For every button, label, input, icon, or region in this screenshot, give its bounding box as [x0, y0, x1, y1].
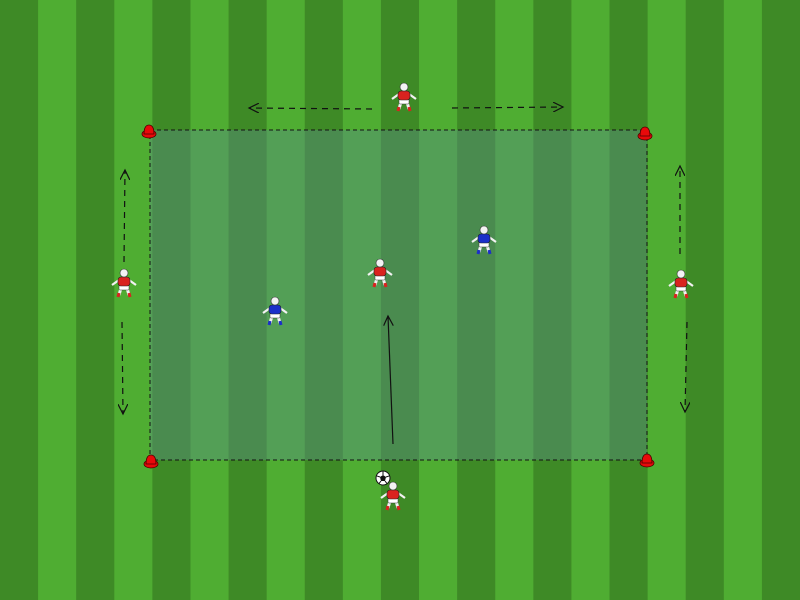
pitch-stripe [761, 0, 800, 600]
red-player-left [111, 268, 137, 298]
pitch-stripe [723, 0, 763, 600]
soccer-ball-icon [375, 470, 391, 486]
pitch-stripe [0, 0, 39, 600]
cone-top-right [637, 126, 653, 141]
blue-player-right [471, 225, 497, 255]
movement-arrow-top-right [451, 107, 563, 108]
pitch-stripe [457, 0, 496, 600]
movement-arrow-right-down [685, 321, 687, 412]
pitch-stripe [228, 0, 268, 600]
arrows-layer [122, 107, 687, 445]
blue-player-left [262, 296, 288, 326]
pass-arrow [388, 316, 394, 445]
cone-top-left [141, 124, 157, 139]
cones-layer [141, 124, 655, 469]
pitch-stripe [609, 0, 649, 600]
red-player-top [391, 82, 417, 112]
movement-arrow-left-up [124, 170, 125, 263]
pitch-stripe [647, 0, 687, 600]
players-layer [111, 82, 694, 511]
pitch-stripe [190, 0, 230, 600]
pitch-stripe [114, 0, 153, 600]
pitch-stripe [419, 0, 458, 600]
training-zone [149, 129, 648, 461]
red-player-center [367, 258, 393, 288]
movement-arrow-top-left [249, 108, 373, 109]
movement-arrow-left-down [122, 321, 123, 414]
red-player-bottom [380, 481, 406, 511]
pitch-stripe [342, 0, 382, 600]
pitch-stripe [495, 0, 534, 600]
pitch-stripe [76, 0, 115, 600]
pitch-stripe [304, 0, 344, 600]
pitch-stripe [533, 0, 573, 600]
pitch-stripe [152, 0, 192, 600]
pitch-stripe [571, 0, 611, 600]
pitch-stripe [38, 0, 77, 600]
cone-bottom-left [143, 454, 159, 469]
pitch-stripe [685, 0, 725, 600]
cone-bottom-right [639, 453, 655, 468]
red-player-right [668, 269, 694, 299]
